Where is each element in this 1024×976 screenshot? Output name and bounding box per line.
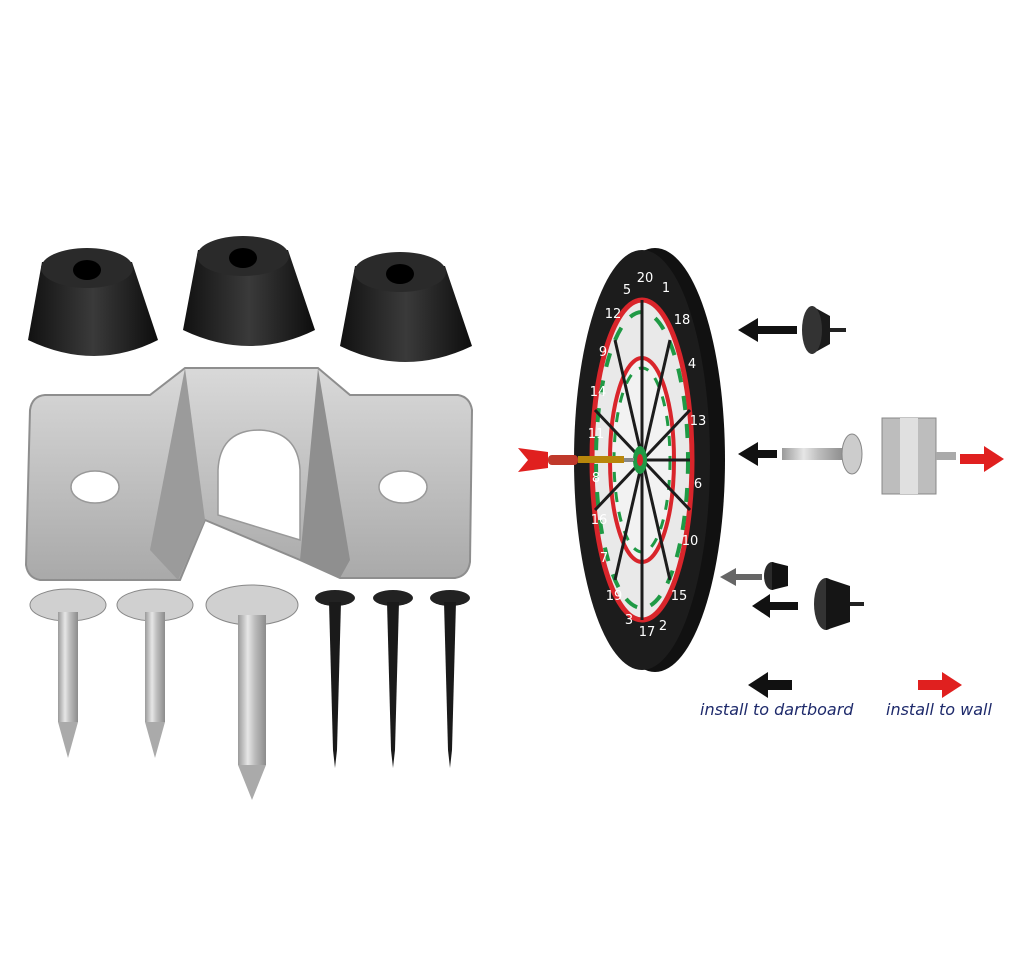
board-number: 7 — [600, 551, 608, 566]
arrow-left-icon — [738, 442, 777, 466]
board-number: 3 — [625, 613, 633, 628]
wood-screw-icon — [29, 588, 107, 758]
board-number: 15 — [671, 589, 688, 604]
board-number: 4 — [688, 357, 696, 372]
arrow-right-icon — [960, 446, 1004, 472]
mounting-bracket-icon — [881, 417, 956, 495]
rubber-bumper-icon — [814, 578, 864, 630]
board-number: 12 — [605, 307, 622, 322]
arrow-left-icon — [748, 672, 792, 698]
board-number: 13 — [690, 414, 707, 429]
board-number: 10 — [682, 534, 699, 549]
dartboard — [574, 248, 725, 672]
rubber-bumper-icon — [802, 306, 846, 354]
board-number: 11 — [588, 427, 605, 442]
nail-icon — [430, 590, 470, 768]
dart-icon — [518, 448, 634, 472]
board-number: 20 — [637, 271, 654, 286]
rubber-bumper-icon — [183, 236, 315, 346]
nail-icon — [373, 590, 413, 768]
board-number: 16 — [591, 513, 608, 528]
wood-screw-icon — [116, 588, 194, 758]
rubber-bumper-icon — [764, 562, 788, 590]
rubber-bumper-icon — [340, 252, 472, 362]
legend-install-to-wall: install to wall — [886, 700, 992, 719]
board-number: 5 — [623, 283, 631, 298]
dartboard-numbers: 20 1 18 4 13 6 10 15 2 17 3 19 7 16 8 11… — [588, 271, 707, 640]
board-number: 18 — [674, 313, 691, 328]
board-number: 6 — [694, 477, 702, 492]
nail-icon — [315, 590, 355, 768]
board-number: 19 — [606, 589, 623, 604]
mounting-bracket-icon — [24, 367, 474, 581]
board-number: 8 — [592, 471, 600, 486]
wood-screw-icon — [205, 584, 299, 800]
board-number: 17 — [639, 625, 656, 640]
arrow-left-icon — [752, 594, 798, 618]
legend-install-to-dartboard: install to dartboard — [700, 700, 854, 719]
arrow-left-icon — [738, 318, 797, 342]
board-number: 14 — [590, 385, 607, 400]
board-number: 9 — [599, 345, 607, 360]
rubber-bumper-icon — [28, 248, 158, 356]
arrow-right-icon — [918, 672, 962, 698]
arrow-left-icon — [720, 568, 762, 586]
board-number: 2 — [659, 619, 667, 634]
board-number: 1 — [662, 281, 670, 296]
wood-screw-icon — [782, 433, 863, 475]
